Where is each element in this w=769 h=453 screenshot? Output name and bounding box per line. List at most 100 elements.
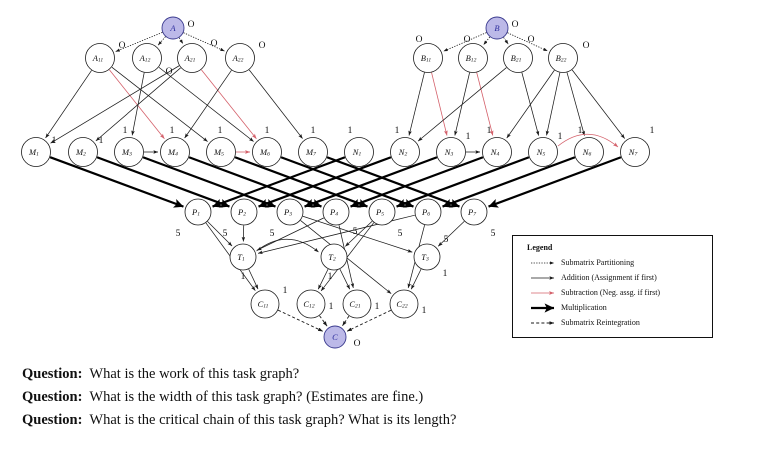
node-circle xyxy=(184,198,212,226)
graph-edge-addition xyxy=(417,67,507,142)
graph-node-n2[interactable]: N2 xyxy=(390,137,420,167)
question-line-1: Question:What is the work of this task g… xyxy=(22,366,769,383)
graph-node-a11[interactable]: A11 xyxy=(85,43,115,73)
node-circle xyxy=(322,198,350,226)
node-weight-label: 5 xyxy=(353,227,358,237)
graph-edge-addition xyxy=(345,220,373,247)
node-weight-label: 1 xyxy=(311,126,316,136)
graph-node-b11[interactable]: B11 xyxy=(413,43,443,73)
graph-edge-multiplication xyxy=(350,156,484,208)
node-weight-label: O xyxy=(119,41,126,51)
node-weight-label: O xyxy=(583,41,590,51)
node-circle xyxy=(252,137,282,167)
graph-node-c11[interactable]: C11 xyxy=(250,289,280,319)
graph-node-m1[interactable]: M1 xyxy=(21,137,51,167)
graph-node-b22[interactable]: B22 xyxy=(548,43,578,73)
graph-edge-subtraction xyxy=(109,69,165,139)
graph-node-a12[interactable]: A12 xyxy=(132,43,162,73)
graph-node-m6[interactable]: M6 xyxy=(252,137,282,167)
graph-node-b[interactable]: B xyxy=(485,16,509,40)
node-weight-label: 1 xyxy=(558,132,563,142)
graph-node-p4[interactable]: P4 xyxy=(322,198,350,226)
node-weight-label: 1 xyxy=(466,132,471,142)
graph-edge-addition xyxy=(50,65,180,144)
graph-edge-partitioning xyxy=(507,32,548,52)
node-circle xyxy=(342,289,372,319)
node-circle xyxy=(250,289,280,319)
graph-edge-reintegration xyxy=(342,315,350,327)
graph-node-m2[interactable]: M2 xyxy=(68,137,98,167)
graph-node-b21[interactable]: B21 xyxy=(503,43,533,73)
graph-edge-addition xyxy=(248,69,303,139)
legend-item-label: Addition (Assignment if first) xyxy=(561,273,657,282)
node-label: B xyxy=(494,23,499,33)
graph-node-a21[interactable]: A21 xyxy=(177,43,207,73)
node-label: A22 xyxy=(232,53,244,63)
graph-node-n7[interactable]: N7 xyxy=(620,137,650,167)
graph-node-p1[interactable]: P1 xyxy=(184,198,212,226)
graph-node-t1[interactable]: T1 xyxy=(229,243,257,271)
graph-node-c22[interactable]: C22 xyxy=(389,289,419,319)
graph-node-t2[interactable]: T2 xyxy=(320,243,348,271)
node-circle xyxy=(276,198,304,226)
graph-edge-addition xyxy=(320,222,375,292)
graph-node-p6[interactable]: P6 xyxy=(414,198,442,226)
node-circle xyxy=(21,137,51,167)
graph-node-p5[interactable]: P5 xyxy=(368,198,396,226)
graph-node-c12[interactable]: C12 xyxy=(296,289,326,319)
graph-node-c[interactable]: C xyxy=(323,325,347,349)
graph-node-t3[interactable]: T3 xyxy=(413,243,441,271)
node-weight-label: 1 xyxy=(375,302,380,312)
node-circle xyxy=(414,198,442,226)
legend-symbol xyxy=(527,285,561,300)
legend-item-3: Multiplication xyxy=(527,300,712,315)
node-weight-label: O xyxy=(528,35,535,45)
node-weight-label: 1 xyxy=(422,306,427,316)
graph-node-n3[interactable]: N3 xyxy=(436,137,466,167)
thick-arrow-icon xyxy=(531,303,555,313)
graph-edge-partitioning xyxy=(183,32,225,52)
question-text: What is the critical chain of this task … xyxy=(89,412,457,428)
question-line-3: Question:What is the critical chain of t… xyxy=(22,412,769,429)
node-circle xyxy=(344,137,374,167)
graph-node-a22[interactable]: A22 xyxy=(225,43,255,73)
graph-node-b12[interactable]: B12 xyxy=(458,43,488,73)
node-circle xyxy=(161,16,185,40)
graph-edge-subtraction xyxy=(201,69,257,139)
question-label: Question: xyxy=(22,366,83,382)
graph-node-m5[interactable]: M5 xyxy=(206,137,236,167)
graph-node-m3[interactable]: M3 xyxy=(114,137,144,167)
node-label: T3 xyxy=(421,252,429,262)
legend-item-label: Subtraction (Neg. assg. if first) xyxy=(561,288,661,297)
graph-node-p3[interactable]: P3 xyxy=(276,198,304,226)
graph-node-n1[interactable]: N1 xyxy=(344,137,374,167)
graph-node-a[interactable]: A xyxy=(161,16,185,40)
graph-node-p7[interactable]: P7 xyxy=(460,198,488,226)
graph-node-n5[interactable]: N5 xyxy=(528,137,558,167)
node-label: N6 xyxy=(582,147,592,157)
graph-edge-addition xyxy=(410,268,422,290)
question-line-2: Question:What is the width of this task … xyxy=(22,389,769,406)
graph-node-p2[interactable]: P2 xyxy=(230,198,258,226)
graph-edge-multiplication xyxy=(96,156,230,208)
node-label: B21 xyxy=(511,53,522,63)
graph-edge-addition xyxy=(545,72,561,136)
graph-node-c21[interactable]: C21 xyxy=(342,289,372,319)
graph-node-n6[interactable]: N6 xyxy=(574,137,604,167)
graph-node-m7[interactable]: M7 xyxy=(298,137,328,167)
graph-edge-multiplication xyxy=(49,156,184,208)
node-weight-label: 5 xyxy=(491,229,496,239)
node-weight-label: O xyxy=(416,35,423,45)
graph-edge-multiplication xyxy=(280,156,414,208)
node-label: B11 xyxy=(421,53,432,63)
node-circle xyxy=(132,43,162,73)
node-label: N3 xyxy=(444,147,454,157)
graph-edge-multiplication xyxy=(326,156,460,208)
graph-node-n4[interactable]: N4 xyxy=(482,137,512,167)
graph-node-m4[interactable]: M4 xyxy=(160,137,190,167)
node-label: B12 xyxy=(466,53,477,63)
